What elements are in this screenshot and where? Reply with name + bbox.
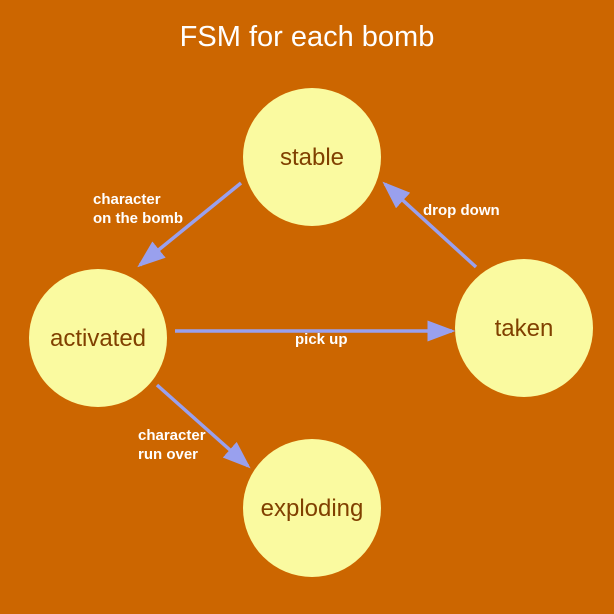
transition-label-drop-down: drop down: [423, 202, 500, 219]
state-label: exploding: [261, 495, 364, 522]
state-label: taken: [495, 315, 554, 342]
state-stable: stable: [243, 88, 381, 226]
arrow-stable-to-activated: [137, 181, 243, 268]
diagram-title: FSM for each bomb: [179, 21, 435, 53]
arrow-taken-to-stable: [382, 181, 478, 269]
state-label: stable: [280, 144, 344, 171]
state-taken: taken: [455, 259, 593, 397]
state-label: activated: [50, 325, 146, 352]
state-activated: activated: [29, 269, 167, 407]
transition-label-character-run-over: character run over: [138, 427, 206, 463]
state-exploding: exploding: [243, 439, 381, 577]
transition-label-character-on-the-bomb: character on the bomb: [93, 191, 183, 227]
transition-label-pick-up: pick up: [295, 331, 348, 348]
arrow-activated-to-exploding: [155, 383, 251, 469]
